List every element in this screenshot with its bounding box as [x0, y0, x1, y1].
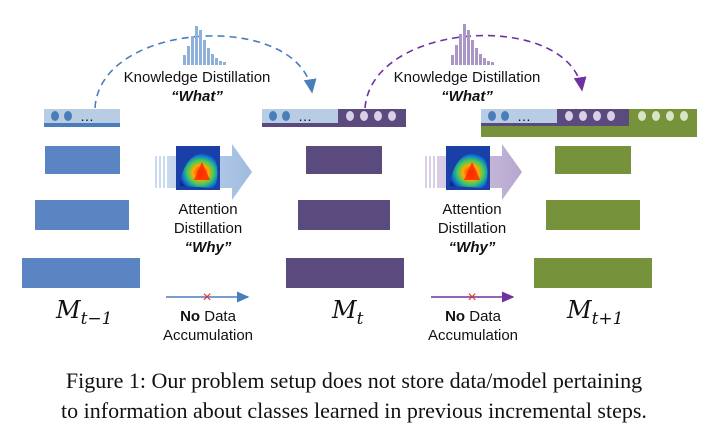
- kd-label-left: Knowledge Distillation: [124, 69, 271, 86]
- ad-line2-right: Distillation: [438, 220, 506, 237]
- kd-what-right: “What”: [441, 88, 493, 105]
- ad-why-right: “Why”: [449, 239, 496, 256]
- figure-caption: Figure 1: Our problem setup does not sto…: [0, 366, 708, 426]
- output-layer-mt: …: [262, 108, 406, 127]
- cross-mark-left: ×: [202, 289, 211, 306]
- attention-heatmap-left-icon: [176, 146, 220, 190]
- kd-label-right: Knowledge Distillation: [394, 69, 541, 86]
- model-label-mt: Mt: [331, 296, 364, 329]
- dots-1: …: [80, 108, 94, 124]
- ad-line1-right: Attention: [442, 201, 501, 218]
- model-mt-layers: [286, 146, 404, 288]
- no-data-line1-left: No Data: [180, 308, 237, 325]
- ad-why-left: “Why”: [185, 239, 232, 256]
- figure-diagram: Knowledge Distillation “What” Knowledge …: [22, 24, 697, 344]
- output-layer-mt+1: …: [481, 108, 697, 137]
- attention-heatmap-right-icon: [446, 146, 490, 190]
- model-label-mt+1: Mt+1: [566, 296, 623, 329]
- ad-line1-left: Attention: [178, 201, 237, 218]
- histogram-right-icon: [451, 24, 494, 65]
- accumulation-right: Accumulation: [428, 327, 518, 344]
- model-mt-1-layers: [22, 146, 140, 288]
- kd-arc-left: [94, 35, 317, 109]
- ad-line2-left: Distillation: [174, 220, 242, 237]
- attention-arrow-right: [425, 144, 522, 200]
- kd-what-left: “What”: [171, 88, 223, 105]
- cross-mark-right: ×: [467, 289, 476, 306]
- caption-line-2: to information about classes learned in …: [61, 398, 647, 423]
- dots-3: …: [517, 108, 531, 124]
- accumulation-left: Accumulation: [163, 327, 253, 344]
- model-label-mt-1: Mt−1: [55, 296, 112, 329]
- no-data-line1-right: No Data: [445, 308, 502, 325]
- model-mt+1-layers: [534, 146, 652, 288]
- attention-arrow-left: [155, 144, 252, 200]
- kd-arc-right: [364, 34, 587, 109]
- dots-2: …: [298, 108, 312, 124]
- histogram-left-icon: [183, 26, 226, 65]
- caption-line-1: Figure 1: Our problem setup does not sto…: [65, 368, 643, 393]
- output-layer-mt-1: …: [44, 108, 120, 127]
